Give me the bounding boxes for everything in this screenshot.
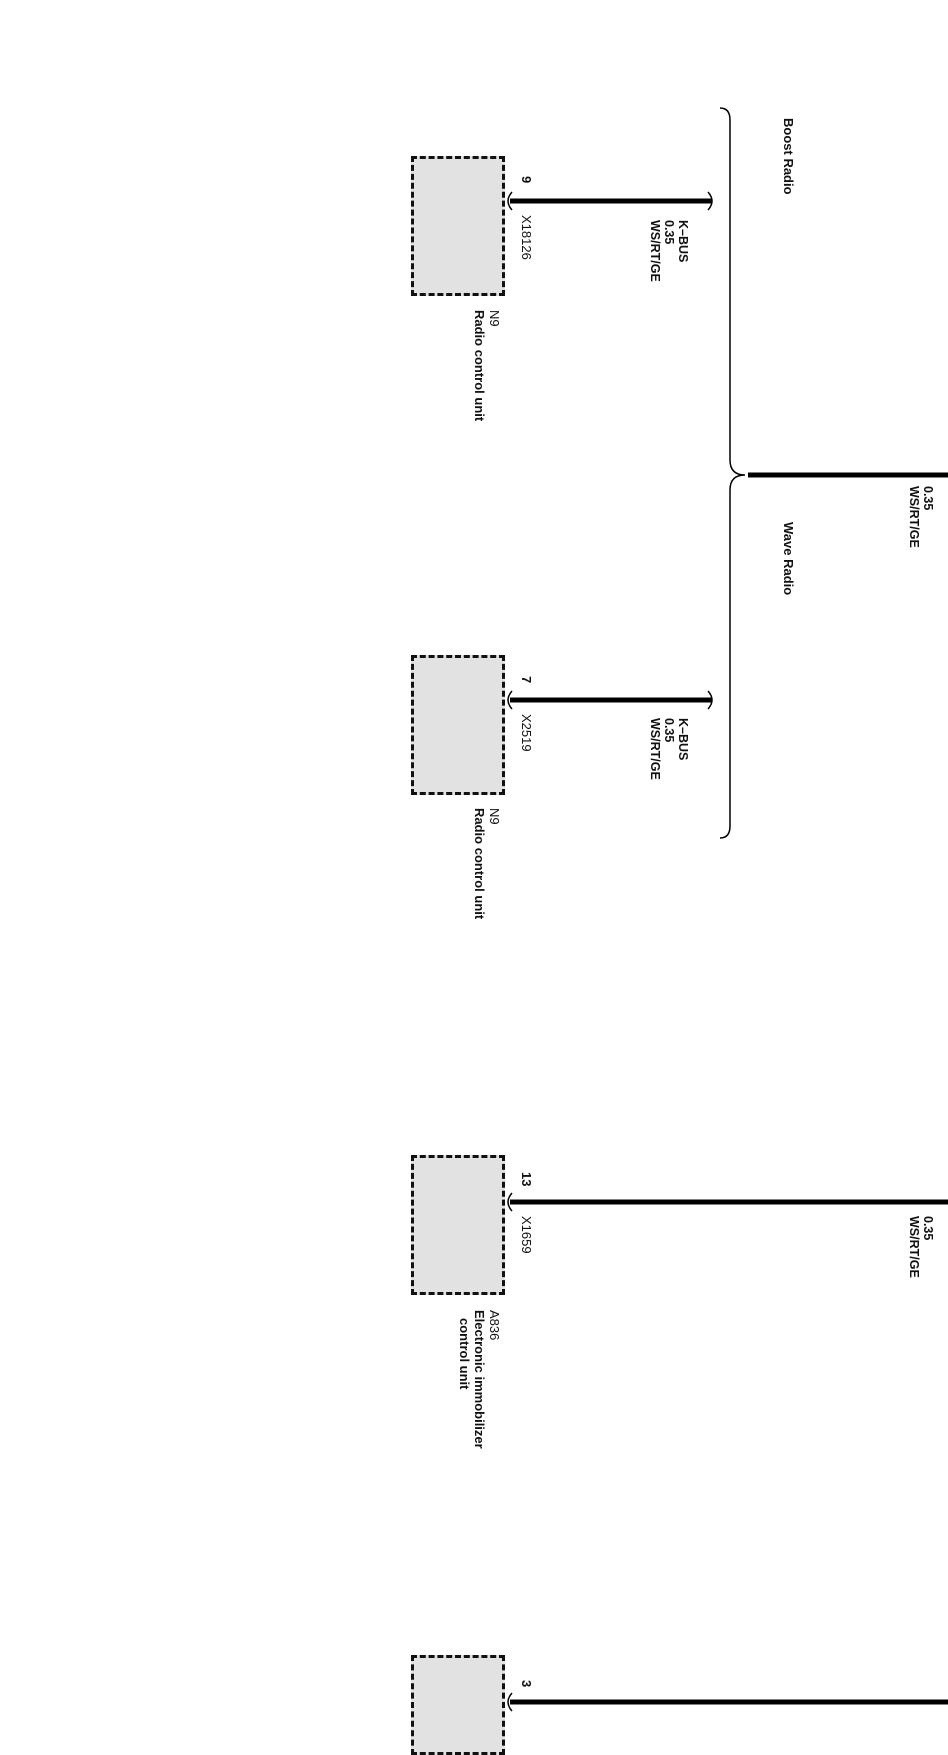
wire-size: 0.35 xyxy=(662,718,676,743)
connector-id: X18126 xyxy=(519,215,534,260)
pin-socket-hook xyxy=(507,1192,513,1212)
wire-label: K–BUS 0.35 WS/RT/GE xyxy=(648,718,690,780)
pin-number: 7 xyxy=(519,676,534,684)
immobilizer-wire-label: 0.35 WS/RT/GE xyxy=(907,1216,935,1278)
wire-signal: K–BUS xyxy=(676,220,690,263)
pin-socket-hook xyxy=(507,191,513,211)
bottom-control-unit-box xyxy=(411,1655,505,1755)
wire-end-hook xyxy=(707,191,713,211)
wire-label: K–BUS 0.35 WS/RT/GE xyxy=(648,220,690,282)
component-name: Radio control unit xyxy=(472,310,487,422)
wire-signal: K–BUS xyxy=(676,718,690,761)
wire-end-hook xyxy=(707,690,713,710)
pin-number: 13 xyxy=(519,1172,534,1187)
component-name: Radio control unit xyxy=(472,808,487,920)
trunk-wire-label: 0.35 WS/RT/GE xyxy=(907,486,935,548)
radio-control-unit-box-wave xyxy=(411,655,505,795)
wire-color: WS/RT/GE xyxy=(648,220,662,282)
group-brace xyxy=(719,107,746,839)
connector-id: X2519 xyxy=(519,714,534,752)
component-name-continued: control unit xyxy=(457,1318,472,1390)
immobilizer-control-unit-box xyxy=(411,1155,505,1295)
group-label-wave: Wave Radio xyxy=(781,522,796,596)
pin-socket-hook xyxy=(507,690,513,710)
trunk-wire-color: WS/RT/GE xyxy=(907,486,921,548)
trunk-wire-size: 0.35 xyxy=(921,486,935,511)
component-label: N9 Radio control unit xyxy=(472,310,502,421)
connector-id: X1659 xyxy=(519,1216,534,1254)
wire-color: WS/RT/GE xyxy=(907,1216,921,1278)
component-label: A836 Electronic immobilizer control unit xyxy=(457,1310,502,1449)
component-label: N9 Radio control unit xyxy=(472,808,502,919)
pin-socket-hook xyxy=(507,1692,513,1712)
pin-number: 3 xyxy=(519,1680,534,1688)
component-code: A836 xyxy=(487,1310,502,1341)
wire-color: WS/RT/GE xyxy=(648,718,662,780)
group-label-boost: Boost Radio xyxy=(781,118,796,195)
component-name: Electronic immobilizer xyxy=(472,1310,487,1449)
radio-control-unit-box-boost xyxy=(411,156,505,296)
component-code: N9 xyxy=(487,808,502,825)
component-code: N9 xyxy=(487,310,502,327)
wire-size: 0.35 xyxy=(921,1216,935,1241)
pin-number: 9 xyxy=(519,176,534,184)
wire-size: 0.35 xyxy=(662,220,676,245)
